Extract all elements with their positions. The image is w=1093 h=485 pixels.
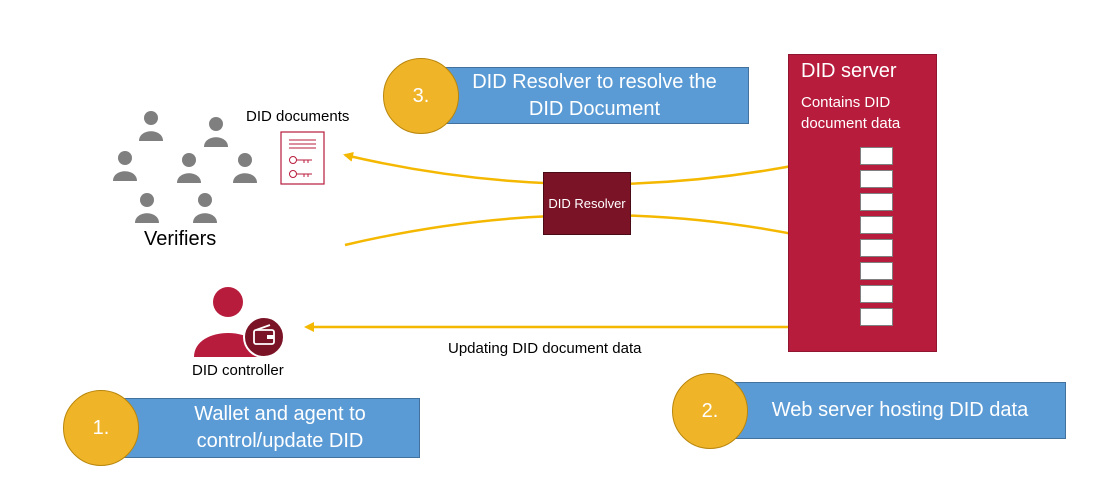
person-icon: [139, 111, 163, 141]
key-icon: [289, 170, 312, 178]
data-block: [860, 308, 893, 326]
data-block: [860, 147, 893, 165]
data-block: [860, 285, 893, 303]
verifiers-label: Verifiers: [144, 228, 217, 250]
data-block: [860, 239, 893, 257]
callout-2-line1: Web server hosting DID data: [771, 399, 1029, 421]
person-icon: [113, 151, 137, 181]
data-block: [860, 262, 893, 280]
data-block: [860, 170, 893, 188]
callout-1-box: Wallet and agent to control/update DID: [110, 398, 420, 458]
person-icon: [213, 287, 243, 317]
server-description: Contains DID document data: [801, 94, 901, 132]
callout-1-line1: Wallet and agent to: [194, 403, 366, 425]
person-icon: [204, 117, 228, 147]
person-icon: [193, 193, 217, 223]
person-icon: [135, 193, 159, 223]
wallet-icon: [243, 316, 285, 358]
callout-3-box: DID Resolver to resolve the DID Document: [440, 67, 749, 124]
person-icon: [233, 153, 257, 183]
key-icon: [289, 156, 312, 164]
callout-2-number: 2.: [672, 373, 748, 449]
callout-1-line2: control/update DID: [196, 430, 364, 452]
callout-3-line1: DID Resolver to resolve the: [472, 70, 717, 93]
update-label: Updating DID document data: [448, 340, 642, 357]
server-title: DID server: [801, 60, 897, 82]
data-block: [860, 216, 893, 234]
callout-2-box: Web server hosting DID data: [720, 382, 1066, 439]
controller-icon: [194, 287, 285, 358]
document-icon: [280, 131, 325, 185]
did-resolver: DID Resolver: [543, 172, 631, 235]
callout-1-number: 1.: [63, 390, 139, 466]
callout-3-line2: DID Document: [528, 97, 661, 120]
resolver-label: DID Resolver: [548, 196, 626, 211]
data-block: [860, 193, 893, 211]
callout-3-number: 3.: [383, 58, 459, 134]
verifiers-group: [113, 111, 257, 223]
person-icon: [177, 153, 201, 183]
controller-label: DID controller: [192, 362, 284, 379]
did-documents-label: DID documents: [246, 108, 350, 125]
